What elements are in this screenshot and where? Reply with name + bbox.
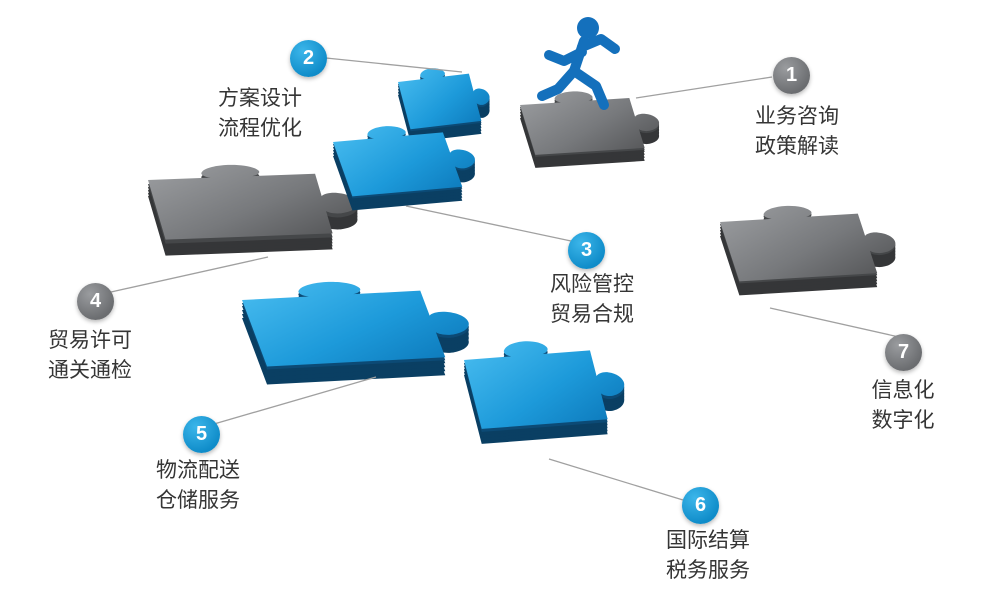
- runner-arm-front: [577, 34, 620, 54]
- step-label-4: 贸易许可 通关通检: [25, 326, 155, 386]
- step-label-6: 国际结算 税务服务: [643, 526, 773, 586]
- step-label-6-line-2: 税务服务: [666, 558, 750, 582]
- step-label-7: 信息化 数字化: [838, 376, 968, 436]
- running-person-icon: [537, 17, 620, 110]
- step-badge-1: 1: [773, 57, 810, 94]
- step-label-2: 方案设计 流程优化: [195, 84, 325, 144]
- connector-line-6: [548, 458, 684, 501]
- step-label-2-line-1: 方案设计: [218, 87, 302, 110]
- step-label-5-line-2: 仓储服务: [156, 488, 240, 512]
- puzzle-piece-step5: [236, 275, 481, 385]
- step-label-3-line-2: 贸易合规: [550, 302, 634, 326]
- step-badge-3: 3: [568, 232, 605, 269]
- runner-leg-front: [569, 66, 609, 110]
- runner-arm-back: [544, 47, 587, 66]
- runner-leg-back: [537, 66, 579, 101]
- puzzle-piece-step4: [144, 160, 367, 256]
- connector-line-4: [110, 256, 269, 293]
- step-badge-5: 5: [183, 416, 220, 453]
- connector-line-5: [213, 376, 377, 425]
- step-label-7-line-1: 信息化: [871, 379, 935, 402]
- step-label-5-line-1: 物流配送: [156, 459, 240, 482]
- step-label-4-line-2: 通关通检: [48, 358, 132, 382]
- step-label-4-line-1: 贸易许可: [48, 329, 132, 352]
- step-label-1-line-1: 业务咨询: [755, 105, 839, 128]
- step-badge-7: 7: [885, 334, 922, 371]
- puzzle-piece-step6: [460, 334, 633, 444]
- step-label-6-line-1: 国际结算: [666, 529, 750, 552]
- step-label-3-line-1: 风险管控: [550, 273, 634, 296]
- step-label-3: 风险管控 贸易合规: [527, 270, 657, 330]
- step-badge-6: 6: [682, 487, 719, 524]
- step-label-5: 物流配送 仓储服务: [133, 456, 263, 516]
- step-label-1-line-2: 政策解读: [755, 134, 839, 158]
- step-badge-2: 2: [290, 40, 327, 77]
- puzzle-piece-step2: [395, 62, 496, 143]
- connector-line-2: [325, 57, 463, 73]
- step-label-2-line-2: 流程优化: [218, 116, 302, 140]
- connector-line-1: [635, 76, 773, 99]
- step-label-7-line-2: 数字化: [871, 408, 935, 432]
- puzzle-piece-step7: [716, 200, 905, 296]
- runner-head: [577, 17, 599, 39]
- connector-line-3: [405, 205, 572, 242]
- connector-line-7: [769, 307, 900, 338]
- step-label-1: 业务咨询 政策解读: [732, 102, 862, 162]
- step-badge-4: 4: [77, 283, 114, 320]
